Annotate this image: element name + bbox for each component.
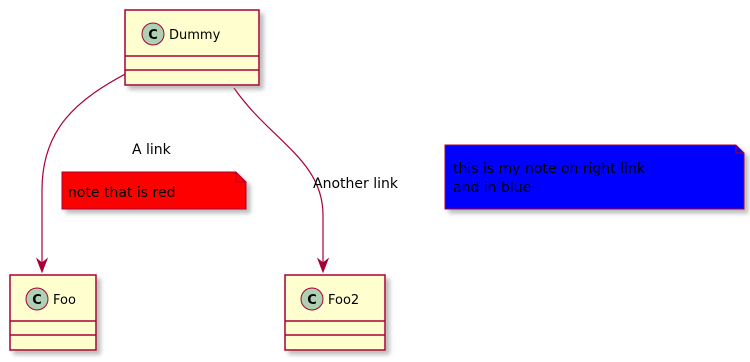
note-red[interactable] <box>61 171 247 210</box>
note-blue-line-2: and in blue <box>453 180 531 196</box>
note-blue-body <box>444 144 745 210</box>
class-dummy-header: C Dummy <box>141 22 221 46</box>
class-icon-letter: C <box>307 293 317 308</box>
edge-label-another-link: Another link <box>313 176 399 192</box>
note-blue[interactable] <box>444 144 745 210</box>
class-icon <box>25 287 49 311</box>
class-name-dummy: Dummy <box>169 28 221 43</box>
edge-dummy-foo-line <box>41 70 132 265</box>
class-foo-header: C Foo <box>25 287 76 311</box>
class-foo2-header: C Foo2 <box>300 287 359 311</box>
edge-label-a-link: A link <box>132 142 172 158</box>
edge-dummy-foo2-line <box>233 87 324 265</box>
note-blue-fold <box>735 145 744 154</box>
class-name-foo2: Foo2 <box>328 293 359 308</box>
edge-dummy-foo2-arrowhead <box>316 257 330 274</box>
class-icon-letter: C <box>32 293 42 308</box>
class-foo2[interactable] <box>284 274 386 351</box>
class-name-foo: Foo <box>53 293 76 308</box>
class-icon-letter: C <box>148 28 158 43</box>
class-dummy-box <box>124 9 260 86</box>
edge-dummy-foo2 <box>233 87 330 274</box>
note-red-body <box>61 171 247 210</box>
note-blue-line-1: this is my note on right link <box>453 161 646 177</box>
edge-dummy-foo-arrowhead <box>35 257 49 274</box>
class-dummy[interactable] <box>124 9 260 86</box>
note-red-fold <box>235 172 246 183</box>
class-icon <box>300 287 324 311</box>
class-icon <box>141 22 165 46</box>
edge-dummy-foo <box>35 70 132 274</box>
note-red-line: note that is red <box>68 185 175 201</box>
class-foo2-box <box>284 274 386 351</box>
class-foo[interactable] <box>9 274 97 351</box>
class-foo-box <box>9 274 97 351</box>
